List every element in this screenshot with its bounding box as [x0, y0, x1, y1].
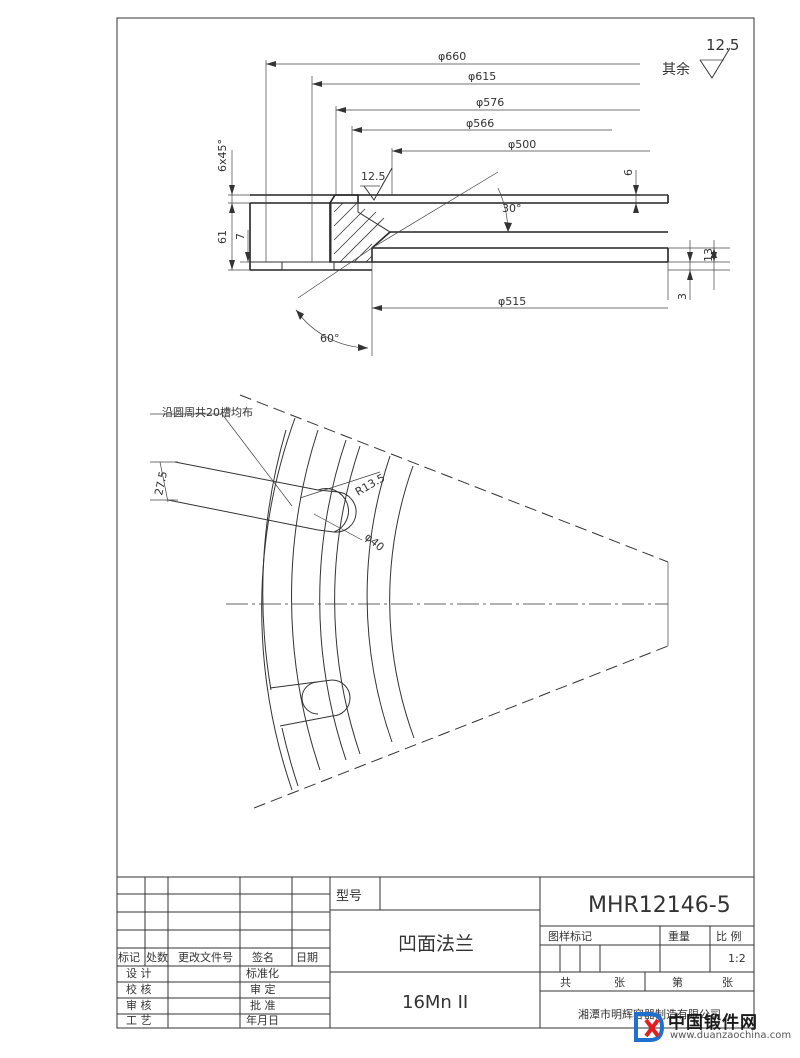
weld-hatching [330, 202, 391, 263]
dim-chamfer: 6x45° [216, 139, 229, 172]
dim-660: φ660 [438, 50, 466, 63]
model-label: 型号 [336, 889, 362, 904]
slot-note: 沿圆周共20槽均布 [162, 406, 253, 419]
roughness-rest-label: 其余 [662, 61, 690, 78]
dim-61: 61 [216, 230, 229, 244]
roughness-general: 12.5 [706, 36, 739, 54]
dim-13: 13 [702, 248, 715, 262]
dim-3: 3 [676, 293, 689, 300]
dim-275: 27.5 [152, 470, 170, 497]
role-design: 设 计 [126, 967, 152, 980]
dim-576: φ576 [476, 96, 504, 109]
role-date: 年月日 [246, 1013, 279, 1027]
sample-mark-label: 图样标记 [548, 929, 592, 943]
sheet-no-label: 第 [672, 975, 683, 989]
scale-value: 1:2 [728, 952, 746, 965]
role-standardize: 标准化 [246, 966, 279, 980]
rev-header-doc: 更改文件号 [178, 950, 233, 964]
dim-d40: φ40 [362, 530, 387, 554]
rev-header-count: 处数 [146, 951, 168, 964]
roughness-local: 12.5 [361, 170, 386, 183]
rev-header-date: 日期 [296, 951, 318, 964]
watermark-title: 中国锻件网 [668, 1013, 758, 1033]
role-check: 校 核 [126, 982, 152, 996]
dim-566: φ566 [466, 117, 494, 130]
sheet-unit-2: 张 [722, 976, 733, 989]
material: 16Mn II [402, 992, 468, 1013]
title-block: 型号 MHR12146-5 凹面法兰 16Mn II 图样标记 重量 比 例 1… [116, 876, 755, 1029]
part-name: 凹面法兰 [398, 933, 474, 955]
drawing-number: MHR12146-5 [588, 893, 731, 918]
total-sheets-label: 共 [560, 976, 571, 989]
rev-header-mark: 标记 [118, 950, 140, 964]
dim-515: φ515 [498, 295, 526, 308]
dim-500: φ500 [508, 138, 536, 151]
rev-header-sign: 签名 [252, 950, 274, 964]
plan-view: 沿圆周共20槽均布 R13.5 φ40 27.5 [150, 394, 669, 809]
section-view: φ660 φ615 φ576 φ566 φ500 φ515 30° 60° 12… [216, 36, 739, 356]
watermark-logo: 中国锻件网 www.duanzaochina.com [632, 1008, 792, 1048]
role-audit: 审 核 [126, 998, 152, 1012]
dim-7: 7 [234, 233, 247, 240]
role-process: 工 艺 [126, 1014, 152, 1027]
angle-30: 30° [502, 202, 522, 215]
scale-label: 比 例 [716, 929, 742, 943]
dim-615: φ615 [468, 70, 496, 83]
dim-6: 6 [622, 169, 635, 176]
role-review: 审 定 [250, 982, 276, 996]
weight-label: 重量 [668, 929, 690, 943]
sheet-unit: 张 [614, 976, 625, 989]
angle-60: 60° [320, 332, 340, 345]
role-approve: 批 准 [250, 998, 276, 1012]
watermark-url: www.duanzaochina.com [670, 1030, 792, 1041]
logo-mark-icon [634, 1012, 665, 1042]
